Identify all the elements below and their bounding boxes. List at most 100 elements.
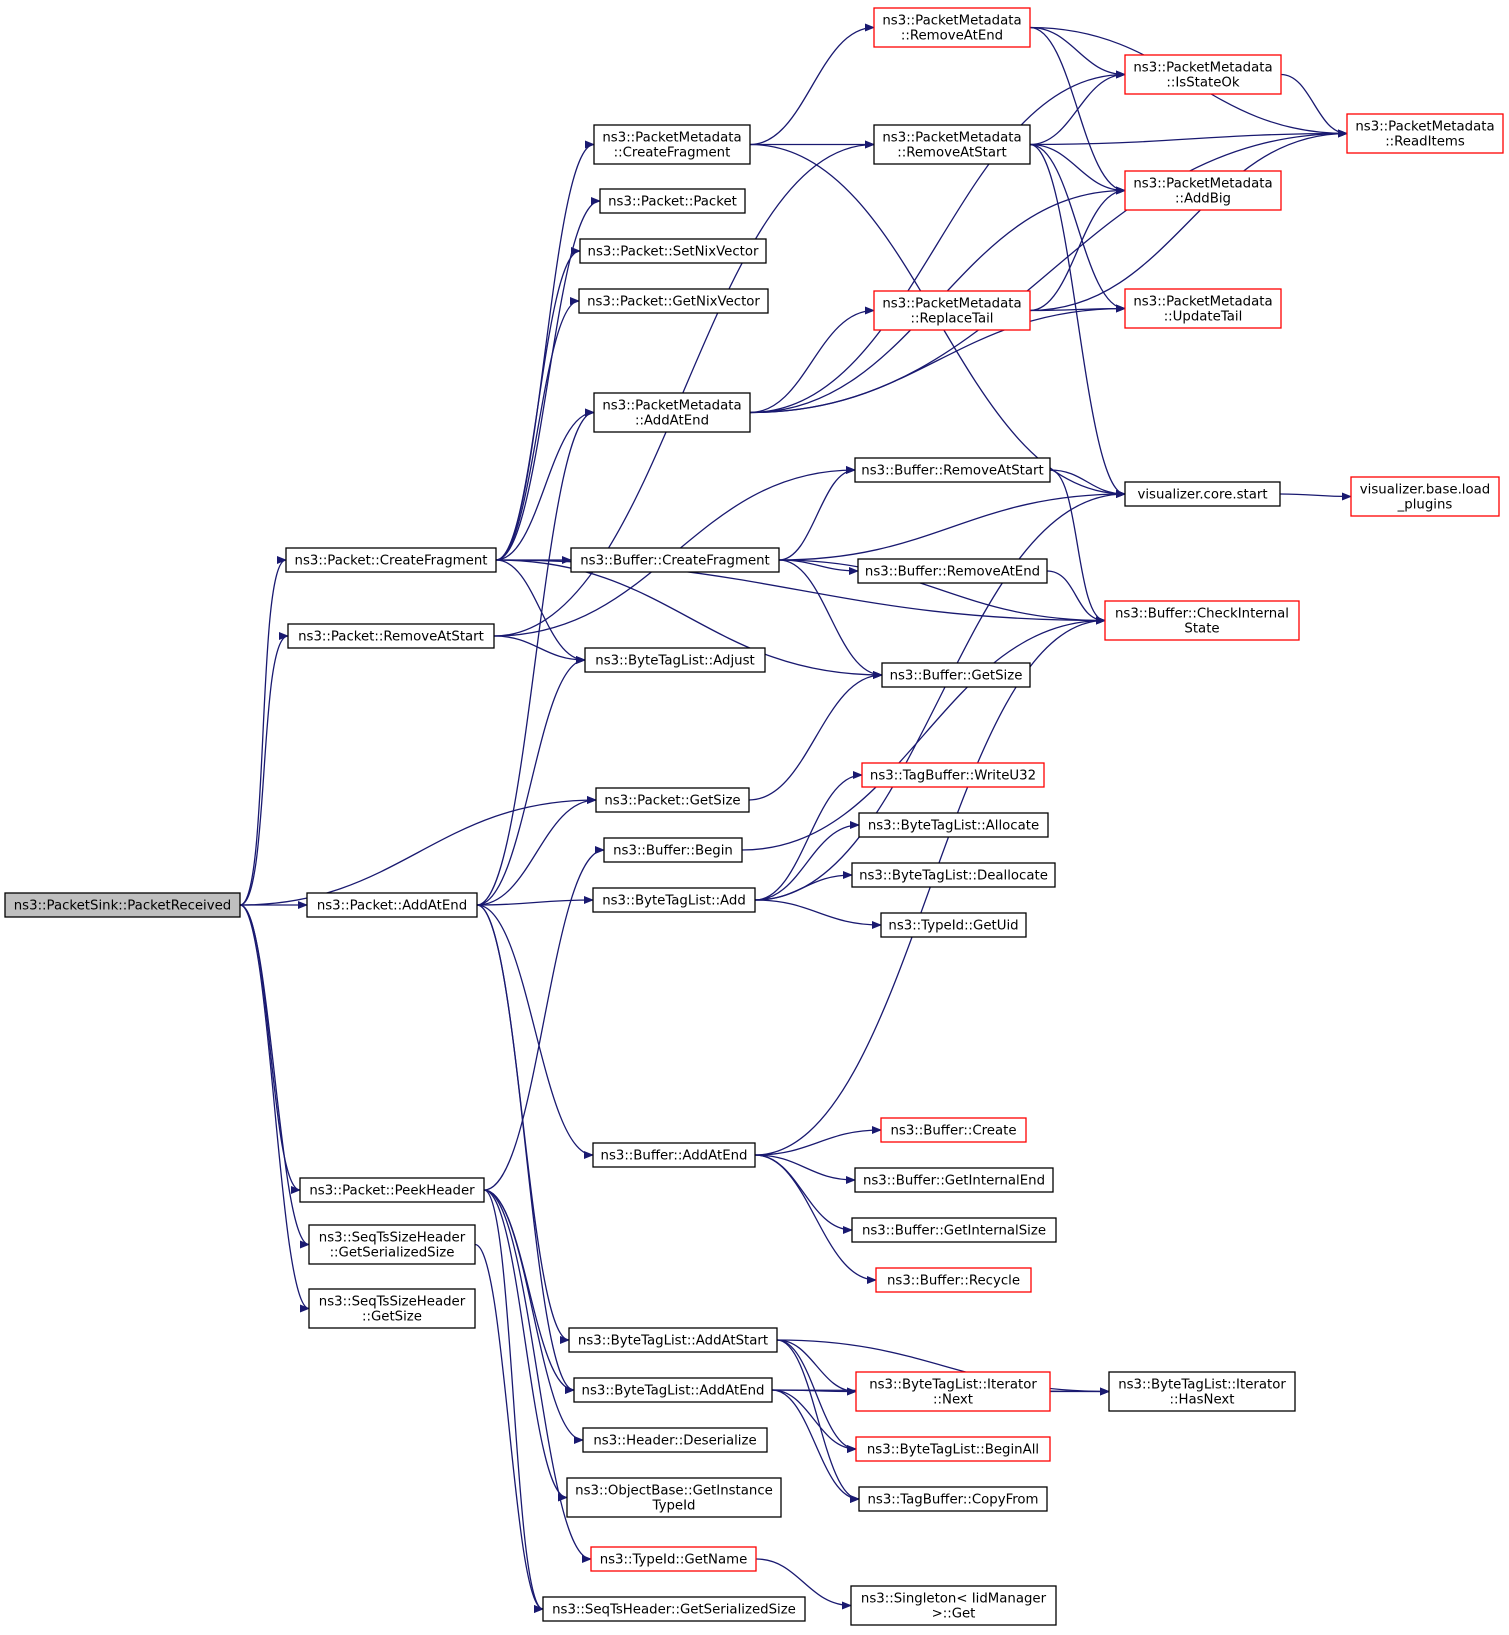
node-n4[interactable]: ns3::Packet::AddAtEnd	[306, 892, 478, 918]
node-n41[interactable]: ns3::TagBuffer::CopyFrom	[858, 1486, 1048, 1512]
node-n40[interactable]: ns3::ByteTagList::BeginAll	[855, 1436, 1051, 1462]
node-n34[interactable]: ns3::TypeId::GetUid	[880, 912, 1027, 938]
node-n29[interactable]: ns3::Buffer::RemoveAtEnd	[857, 558, 1048, 584]
node-n45[interactable]: ns3::PacketMetadata::UpdateTail	[1124, 288, 1282, 329]
node-n20[interactable]: ns3::ByteTagList::AddAtEnd	[573, 1377, 773, 1403]
edge-n1-to-n2	[239, 556, 287, 906]
node-n7[interactable]: ns3::SeqTsSizeHeader::GetSize	[308, 1288, 476, 1329]
node-label: ::RemoveAtEnd	[901, 29, 1003, 44]
node-box	[880, 912, 1027, 938]
edge-n26-to-n46	[1029, 143, 1126, 498]
node-box	[851, 1217, 1057, 1243]
node-n35[interactable]: ns3::Buffer::Create	[880, 1117, 1027, 1143]
node-n9[interactable]: ns3::Packet::Packet	[599, 188, 746, 214]
node-box	[851, 862, 1056, 888]
node-n38[interactable]: ns3::Buffer::Recycle	[875, 1267, 1032, 1293]
edge-n20-to-n41	[771, 1389, 860, 1503]
node-n14[interactable]: ns3::ByteTagList::Adjust	[584, 647, 766, 673]
node-label: ns3::TagBuffer::CopyFrom	[867, 1493, 1038, 1508]
node-box	[881, 662, 1031, 688]
node-label: _plugins	[1397, 498, 1453, 513]
node-label: ns3::SeqTsHeader::GetSerializedSize	[552, 1603, 796, 1618]
node-n5[interactable]: ns3::Packet::PeekHeader	[299, 1177, 485, 1203]
node-box	[855, 1371, 1051, 1412]
node-n33[interactable]: ns3::ByteTagList::Deallocate	[851, 862, 1056, 888]
node-box	[579, 238, 767, 264]
node-n11[interactable]: ns3::Packet::GetNixVector	[578, 288, 769, 314]
node-box	[1350, 476, 1500, 517]
edge-n43-to-n49	[1280, 73, 1348, 138]
edge-n4-to-n18	[476, 904, 594, 1159]
node-n1[interactable]: ns3::PacketSink::PacketReceived	[4, 892, 241, 918]
edge-n16-to-n47	[741, 616, 1106, 851]
edge-n2-to-n12	[495, 408, 595, 561]
node-label: ns3::TypeId::GetName	[600, 1553, 748, 1568]
node-label: ns3::SeqTsSizeHeader	[319, 1295, 466, 1310]
edge-n46-to-n50	[1279, 492, 1352, 501]
node-n32[interactable]: ns3::ByteTagList::Allocate	[858, 812, 1049, 838]
node-label: visualizer.base.load	[1360, 483, 1490, 498]
node-n46[interactable]: visualizer.core.start	[1124, 481, 1281, 507]
node-box	[542, 1596, 806, 1622]
edge-n5-to-n20	[483, 1189, 575, 1394]
node-n8[interactable]: ns3::PacketMetadata::CreateFragment	[593, 124, 751, 165]
node-n12[interactable]: ns3::PacketMetadata::AddAtEnd	[593, 392, 751, 433]
node-n24[interactable]: ns3::SeqTsHeader::GetSerializedSize	[542, 1596, 806, 1622]
node-n18[interactable]: ns3::Buffer::AddAtEnd	[592, 1142, 756, 1168]
edge-n18-to-n36	[754, 1154, 856, 1184]
node-n23[interactable]: ns3::TypeId::GetName	[590, 1546, 757, 1572]
node-label: ns3::Packet::PeekHeader	[309, 1184, 475, 1199]
node-n2[interactable]: ns3::Packet::CreateFragment	[285, 547, 497, 573]
node-n43[interactable]: ns3::PacketMetadata::IsStateOk	[1124, 54, 1282, 95]
node-label: ns3::Packet::CreateFragment	[295, 554, 488, 569]
edge-n1-to-n6	[239, 904, 310, 1249]
edge-n19-to-n40	[776, 1339, 857, 1453]
node-box	[578, 288, 769, 314]
node-label: ns3::ObjectBase::GetInstance	[575, 1484, 773, 1499]
node-n42[interactable]: ns3::Singleton< IidManager>::Get	[850, 1585, 1057, 1626]
node-n44[interactable]: ns3::PacketMetadata::AddBig	[1124, 170, 1282, 211]
node-box	[603, 837, 743, 863]
node-n25[interactable]: ns3::PacketMetadata::RemoveAtEnd	[873, 7, 1031, 48]
edge-n12-to-n49	[749, 129, 1348, 414]
node-n17[interactable]: ns3::ByteTagList::Add	[592, 887, 756, 913]
node-n50[interactable]: visualizer.base.load_plugins	[1350, 476, 1500, 517]
node-n31[interactable]: ns3::TagBuffer::WriteU32	[861, 762, 1045, 788]
edge-n5-to-n22	[483, 1189, 568, 1502]
edge-n2-to-n8	[495, 140, 595, 561]
node-n26[interactable]: ns3::PacketMetadata::RemoveAtStart	[873, 124, 1031, 165]
node-n27[interactable]: ns3::PacketMetadata::ReplaceTail	[873, 290, 1031, 331]
node-label: ns3::ByteTagList::AddAtStart	[578, 1334, 768, 1349]
edge-n26-to-n45	[1029, 143, 1126, 313]
node-n10[interactable]: ns3::Packet::SetNixVector	[579, 238, 767, 264]
node-n6[interactable]: ns3::SeqTsSizeHeader::GetSerializedSize	[308, 1224, 476, 1265]
node-n36[interactable]: ns3::Buffer::GetInternalEnd	[854, 1167, 1054, 1193]
node-label: ns3::PacketMetadata	[882, 297, 1021, 312]
node-box	[306, 892, 478, 918]
edge-n1-to-n5	[239, 904, 301, 1194]
node-label: ::CreateFragment	[614, 146, 731, 161]
edge-n3-to-n26	[493, 140, 875, 637]
node-label: ns3::TypeId::GetUid	[888, 919, 1018, 934]
node-n28[interactable]: ns3::Buffer::RemoveAtStart	[854, 457, 1051, 483]
nodes-layer: ns3::PacketSink::PacketReceivedns3::Pack…	[4, 7, 1504, 1626]
node-n37[interactable]: ns3::Buffer::GetInternalSize	[851, 1217, 1057, 1243]
node-n39[interactable]: ns3::ByteTagList::Iterator::Next	[855, 1371, 1051, 1412]
node-box	[1124, 54, 1282, 95]
node-label: ::AddBig	[1175, 192, 1231, 207]
node-box	[590, 1546, 757, 1572]
node-n49[interactable]: ns3::PacketMetadata::ReadItems	[1346, 113, 1504, 154]
node-box	[1108, 1371, 1296, 1412]
node-n13[interactable]: ns3::Buffer::CreateFragment	[570, 547, 780, 573]
node-n48[interactable]: ns3::ByteTagList::Iterator::HasNext	[1108, 1371, 1296, 1412]
node-label: TypeId	[652, 1499, 696, 1514]
node-n21[interactable]: ns3::Header::Deserialize	[582, 1427, 768, 1453]
node-n15[interactable]: ns3::Packet::GetSize	[595, 787, 750, 813]
node-n16[interactable]: ns3::Buffer::Begin	[603, 837, 743, 863]
node-label: ns3::PacketMetadata	[602, 131, 741, 146]
node-n30[interactable]: ns3::Buffer::GetSize	[881, 662, 1031, 688]
node-n19[interactable]: ns3::ByteTagList::AddAtStart	[568, 1327, 778, 1353]
node-n3[interactable]: ns3::Packet::RemoveAtStart	[287, 623, 495, 649]
